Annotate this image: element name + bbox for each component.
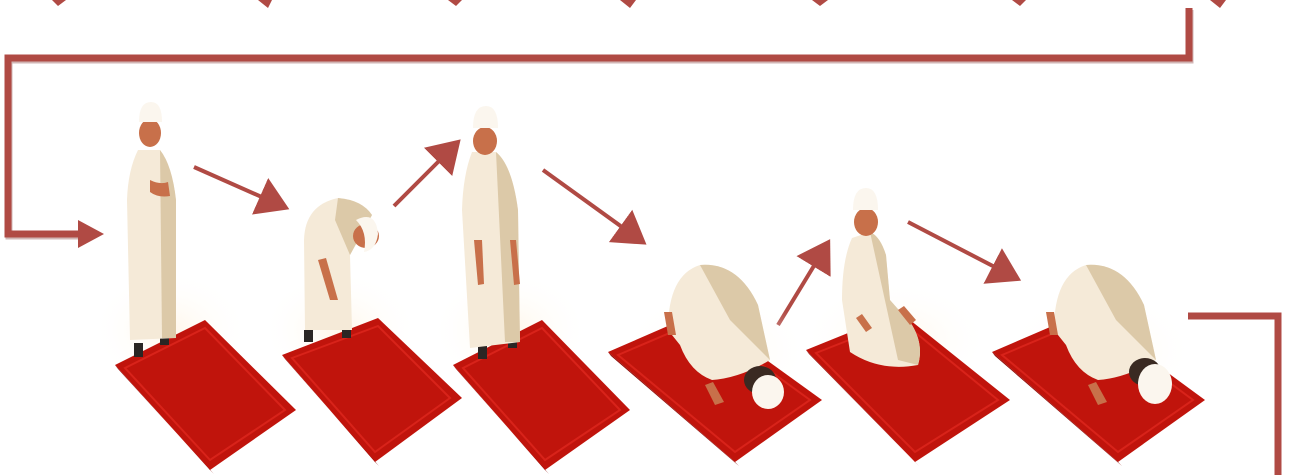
cropped-row-arrow-tips (52, 0, 1226, 8)
arrow-tip-icon (448, 0, 462, 6)
arrow-icon (194, 167, 282, 206)
head (139, 119, 161, 147)
cap (853, 188, 878, 210)
flow-connector-out (1188, 316, 1278, 475)
cap (139, 102, 162, 122)
head (473, 127, 497, 155)
cap (473, 106, 498, 128)
arrow-tip-icon (812, 0, 828, 6)
arrow-tip-icon (1012, 0, 1026, 6)
step-5-sitting (800, 188, 1010, 466)
step-1-standing (90, 102, 296, 474)
arrow-tip-icon (258, 0, 272, 8)
step-4-prostrating (608, 265, 822, 466)
bent-arrow-icon (1188, 316, 1278, 475)
arrow-tip-icon (52, 0, 66, 6)
step-3-standing (430, 106, 630, 474)
head (854, 208, 878, 236)
cap (1138, 364, 1172, 404)
arrow-icon (543, 170, 640, 240)
bent-arrow-icon (9, 10, 1190, 236)
arrow-icon (908, 222, 1014, 277)
bent-arrow-icon (8, 8, 1189, 234)
arrow-tip-icon (620, 0, 636, 8)
cap (752, 375, 784, 409)
arrow-icon (394, 145, 455, 206)
step-6-prostrating (992, 265, 1205, 466)
arrow-tip-icon (1210, 0, 1226, 8)
